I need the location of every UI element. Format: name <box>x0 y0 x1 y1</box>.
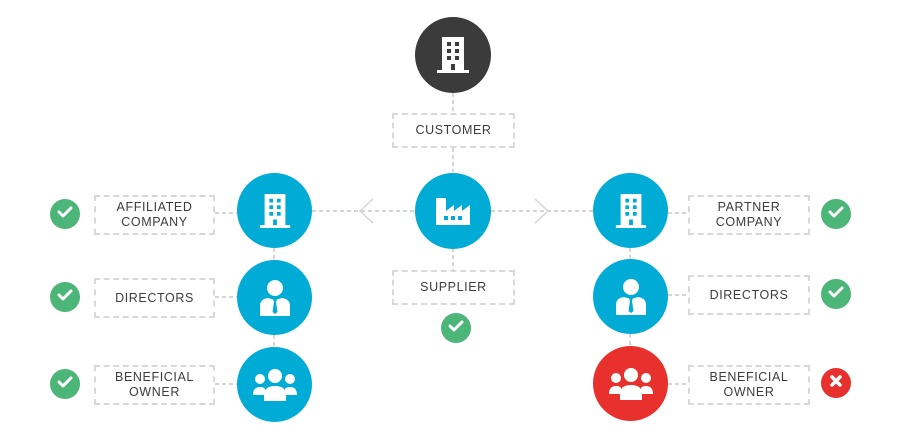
check-icon <box>828 205 844 223</box>
supplier-node[interactable] <box>415 173 491 249</box>
right-directors-label: DIRECTORS <box>688 275 810 315</box>
right-beneficial-owner-failed-badge <box>821 368 851 398</box>
building-icon <box>435 35 471 75</box>
group-icon <box>252 368 298 402</box>
check-icon <box>828 285 844 303</box>
right-beneficial-owner-label: BENEFICIAL OWNER <box>688 365 810 405</box>
partner-company-node[interactable] <box>593 173 668 248</box>
building-icon <box>614 192 648 230</box>
left-directors-verified-badge <box>50 282 80 312</box>
right-directors-node[interactable] <box>593 259 668 334</box>
left-beneficial-owner-label: BENEFICIAL OWNER <box>94 365 215 405</box>
customer-label: CUSTOMER <box>392 113 515 148</box>
affiliated-company-label: AFFILIATED COMPANY <box>94 195 215 235</box>
factory-icon <box>434 195 472 227</box>
supplier-verified-badge <box>441 313 471 343</box>
affiliated-company-node[interactable] <box>237 173 312 248</box>
check-icon <box>57 288 73 306</box>
left-beneficial-owner-node[interactable] <box>237 347 312 422</box>
building-icon <box>258 192 292 230</box>
director-icon <box>613 277 649 317</box>
director-icon <box>257 278 293 318</box>
arrow-right-icon <box>534 198 550 224</box>
group-icon <box>608 367 654 401</box>
check-icon <box>448 319 464 337</box>
right-directors-verified-badge <box>821 279 851 309</box>
left-directors-label: DIRECTORS <box>94 278 215 318</box>
supplier-label: SUPPLIER <box>392 270 515 305</box>
partner-company-label: PARTNER COMPANY <box>688 195 810 235</box>
right-beneficial-owner-node[interactable] <box>593 346 668 421</box>
check-icon <box>57 375 73 393</box>
affiliated-company-verified-badge <box>50 199 80 229</box>
check-icon <box>57 205 73 223</box>
left-directors-node[interactable] <box>237 260 312 335</box>
arrow-left-icon <box>358 198 374 224</box>
left-beneficial-owner-verified-badge <box>50 369 80 399</box>
close-icon <box>829 374 843 393</box>
partner-company-verified-badge <box>821 199 851 229</box>
customer-node[interactable] <box>415 17 491 93</box>
